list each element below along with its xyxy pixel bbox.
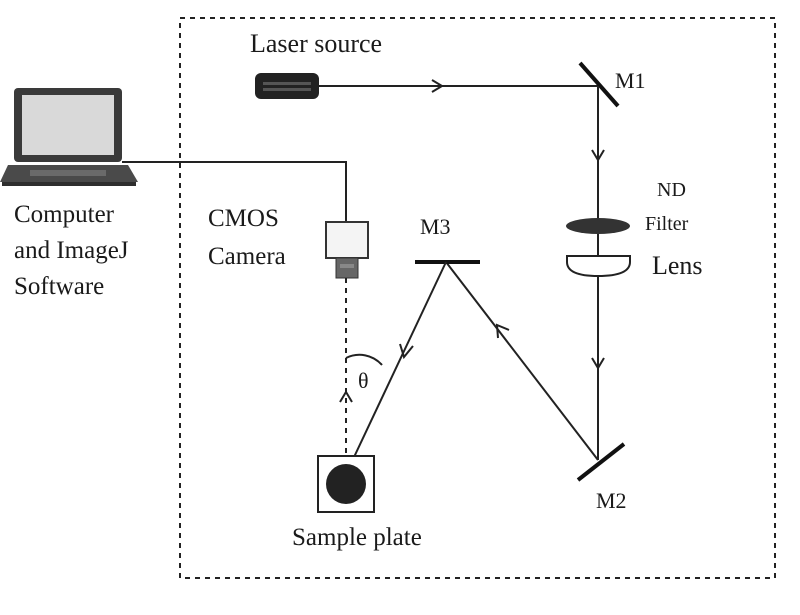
m3-label: M3	[420, 214, 451, 239]
computer-label-line3: Software	[14, 273, 104, 300]
laser-source-icon	[255, 73, 319, 99]
setup-enclosure	[179, 17, 776, 579]
cmos-label-line2: Camera	[208, 243, 286, 270]
lens-label: Lens	[652, 251, 703, 280]
theta-angle-arc	[345, 353, 383, 366]
lens	[566, 255, 631, 278]
beam-m3-to-sample	[346, 261, 447, 473]
beam-arrow-down-left-icon	[399, 343, 414, 360]
theta-label: θ	[358, 368, 369, 393]
beam-arrow-down-icon	[591, 149, 605, 162]
filter-label: Filter	[645, 213, 689, 235]
view-arrow-up-icon	[339, 390, 353, 403]
nd-label: ND	[657, 179, 686, 201]
nd-filter	[566, 218, 630, 234]
computer-label-line2: and ImageJ	[14, 237, 129, 264]
sample-plate-label: Sample plate	[292, 524, 422, 551]
computer-label-line1: Computer	[14, 201, 115, 228]
m1-label: M1	[615, 68, 646, 93]
sample-plate-icon	[317, 455, 375, 513]
beam-arrow-right-icon	[431, 79, 444, 93]
camera-cable	[122, 161, 347, 222]
cmos-label-line1: CMOS	[208, 205, 279, 232]
beam-m2-to-m3	[445, 261, 599, 461]
beam-arrow-up-icon	[495, 323, 510, 339]
m2-label: M2	[596, 488, 627, 513]
cmos-camera-icon	[325, 221, 369, 279]
laser-source-label: Laser source	[250, 29, 382, 58]
mirror-m1	[578, 61, 620, 108]
laptop-icon	[0, 88, 138, 186]
beam-arrow-down-icon-2	[591, 357, 605, 370]
mirror-m2	[576, 442, 626, 482]
